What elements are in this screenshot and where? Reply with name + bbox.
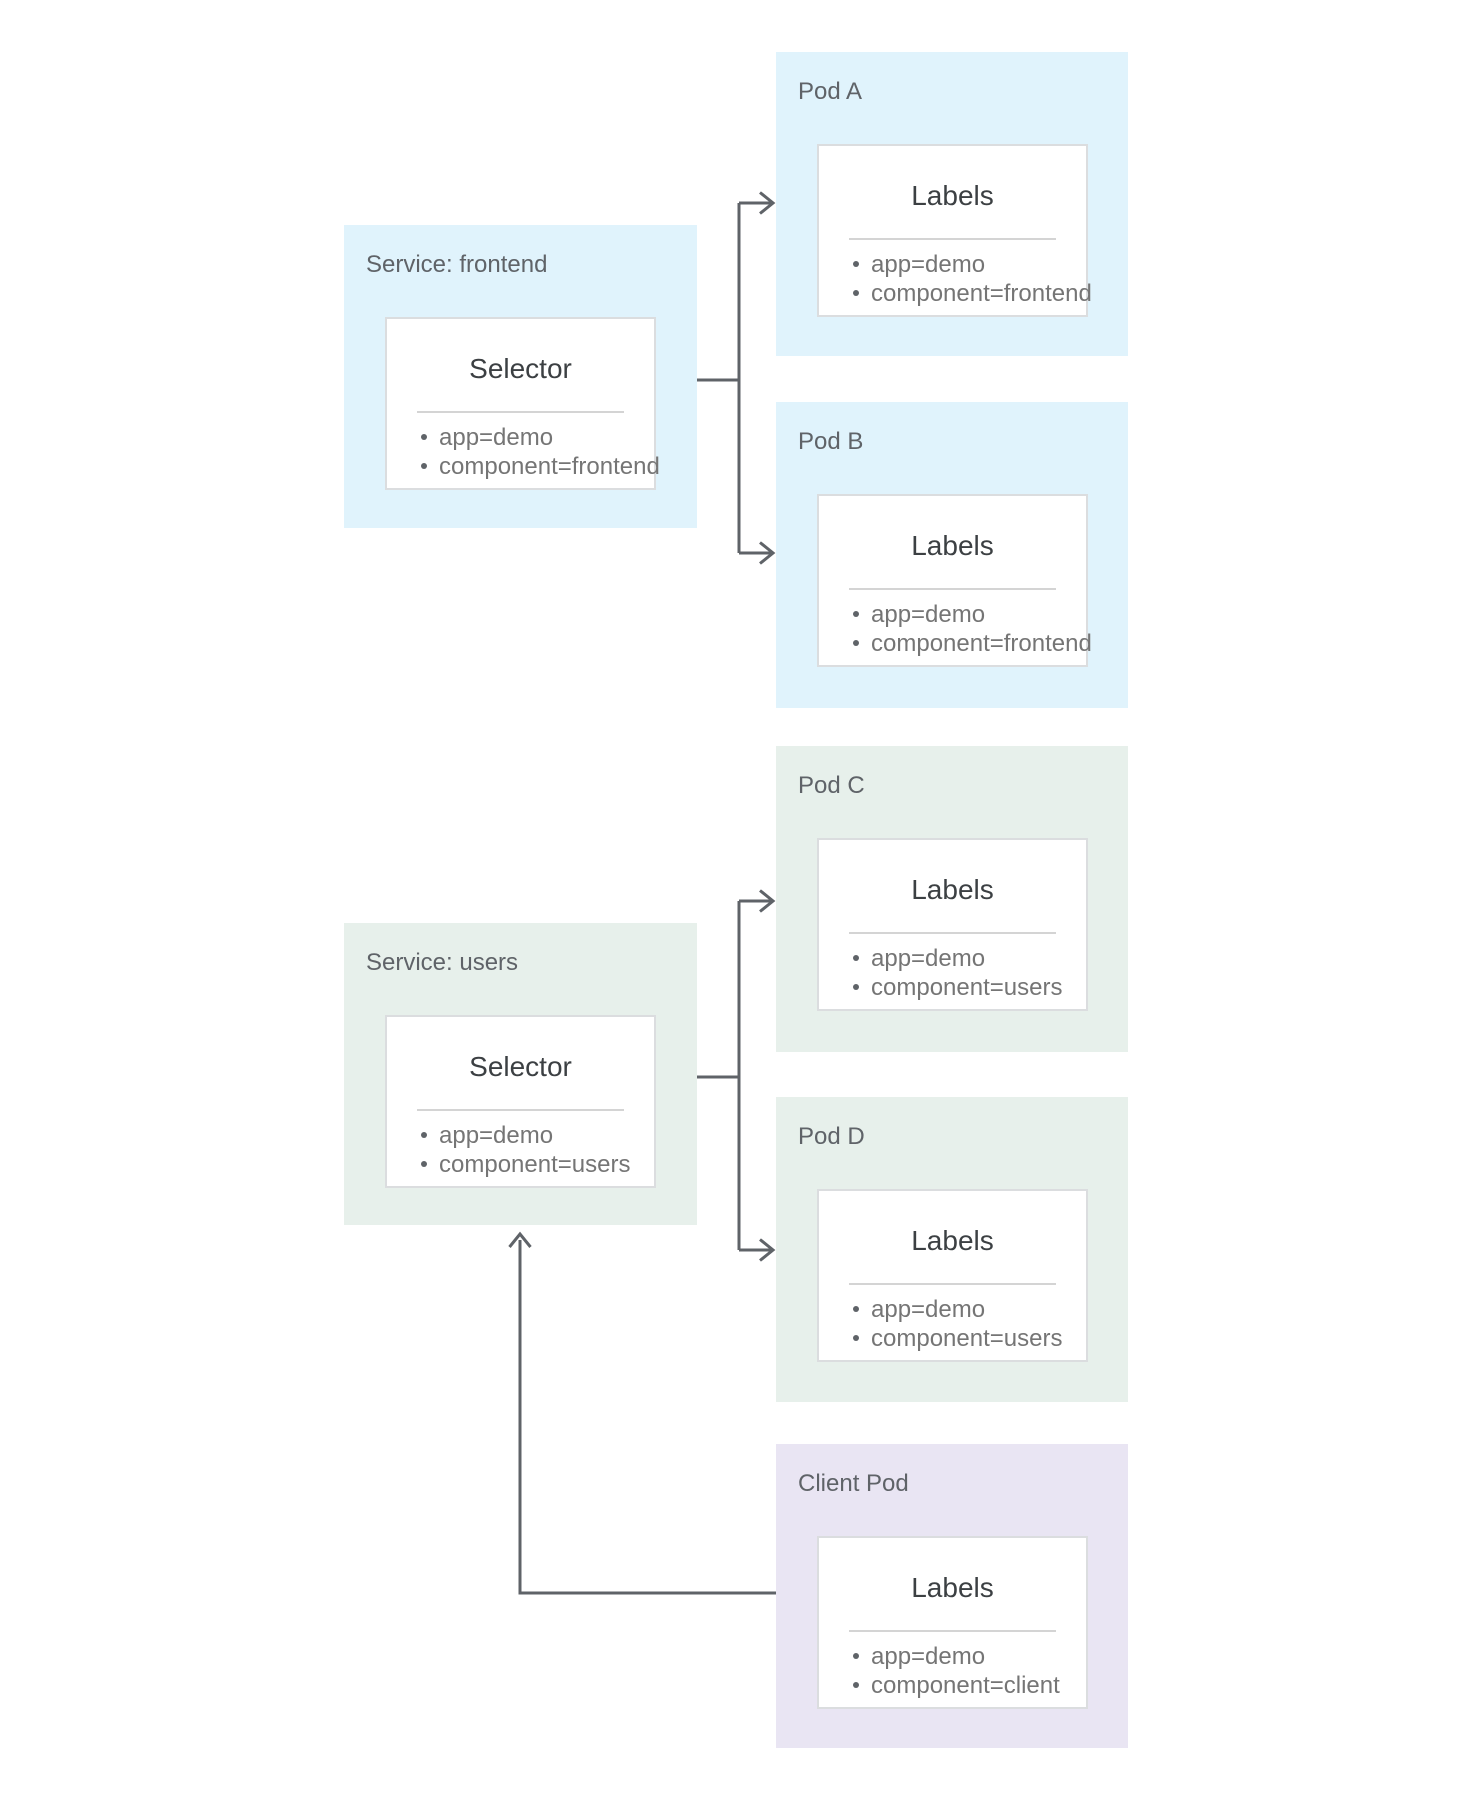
labels-heading: Labels [911,530,994,561]
pod-b-labels-box: Labels app=demo component=frontend [817,494,1092,667]
service-frontend-selector-box: Selector app=demo component=frontend [385,317,660,490]
list-item: app=demo [419,423,648,452]
labels-list: app=demo component=users [819,1295,1086,1353]
selector-list: app=demo component=frontend [387,423,660,481]
pod-c-card: Pod C Labels app=demo component=users [776,746,1128,1052]
pod-c-labels-box: Labels app=demo component=users [817,838,1088,1011]
arrow-service-users-to-pods [697,889,776,1262]
labels-heading: Labels [911,874,994,905]
selector-list: app=demo component=users [387,1121,654,1179]
arrowhead-service-users-icon [508,1231,532,1248]
selector-heading: Selector [469,353,572,384]
list-item: component=users [851,1324,1080,1353]
divider [849,932,1056,934]
list-item: app=demo [419,1121,648,1150]
list-item: app=demo [851,1295,1080,1324]
arrowhead-pod-d-icon [759,1238,776,1262]
divider [849,238,1056,240]
list-item: app=demo [851,600,1080,629]
labels-list: app=demo component=frontend [819,250,1092,308]
arrowhead-pod-c-icon [759,889,776,913]
divider [849,588,1056,590]
list-item: app=demo [851,250,1080,279]
list-item: component=frontend [419,452,660,481]
pod-a-card: Pod A Labels app=demo component=frontend [776,52,1128,356]
list-item: component=users [851,973,1080,1002]
arrowhead-pod-a-icon [759,191,776,215]
service-frontend-card: Service: frontend Selector app=demo comp… [344,225,697,528]
service-users-card: Service: users Selector app=demo compone… [344,923,697,1225]
pod-a-labels-box: Labels app=demo component=frontend [817,144,1092,317]
arrow-client-pod-to-service-users [508,1231,776,1595]
arrowhead-pod-b-icon [759,541,776,565]
list-item: component=frontend [851,629,1092,658]
divider [849,1283,1056,1285]
labels-heading: Labels [911,180,994,211]
pod-a-title: Pod A [798,78,863,105]
divider [417,1109,624,1111]
list-item: component=frontend [851,279,1092,308]
list-item: component=users [419,1150,648,1179]
service-frontend-title: Service: frontend [366,251,548,278]
client-pod-card: Client Pod Labels app=demo component=cli… [776,1444,1128,1748]
labels-list: app=demo component=users [819,944,1086,1002]
service-users-title: Service: users [366,949,519,976]
pod-d-labels-box: Labels app=demo component=users [817,1189,1088,1362]
pod-b-title: Pod B [798,428,864,455]
selector-heading: Selector [469,1051,572,1082]
divider [417,411,624,413]
labels-list: app=demo component=frontend [819,600,1092,658]
list-item: app=demo [851,944,1080,973]
pod-c-title: Pod C [798,772,865,799]
arrow-service-frontend-to-pods [697,191,776,565]
client-pod-labels-box: Labels app=demo component=client [817,1536,1088,1709]
list-item: app=demo [851,1642,1080,1671]
pod-b-card: Pod B Labels app=demo component=frontend [776,402,1128,708]
labels-heading: Labels [911,1572,994,1603]
client-pod-title: Client Pod [798,1470,909,1497]
pod-d-card: Pod D Labels app=demo component=users [776,1097,1128,1402]
pod-d-title: Pod D [798,1123,865,1150]
service-users-selector-box: Selector app=demo component=users [385,1015,656,1188]
labels-list: app=demo component=client [819,1642,1086,1700]
divider [849,1630,1056,1632]
labels-heading: Labels [911,1225,994,1256]
list-item: component=client [851,1671,1080,1700]
